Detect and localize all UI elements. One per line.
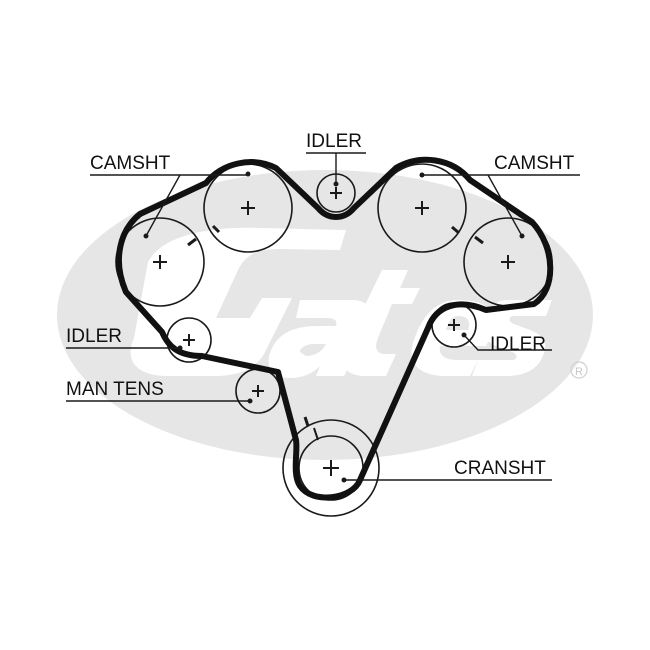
registered-mark-circle	[570, 361, 588, 379]
timing-mark-camshaft-right-inner	[451, 225, 460, 235]
leader-manual-tensioner-end	[247, 398, 253, 404]
idler-top-centre-cross	[330, 187, 342, 199]
leader-camshaft-left-end-a	[245, 171, 251, 177]
label-camshaft-left: CAMSHT	[90, 153, 171, 174]
component-labels: CAMSHT IDLER CAMSHT IDLER IDLER MAN TENS…	[66, 131, 575, 479]
timing-marks	[187, 224, 484, 441]
label-idler-top: IDLER	[306, 131, 362, 152]
leader-camshaft-right	[422, 174, 580, 237]
camshaft-right-outer-centre-cross	[501, 255, 515, 269]
registered-mark-letter: R	[575, 366, 583, 378]
camshaft-right-inner-pulley	[377, 163, 467, 253]
camshaft-left-outer-centre-cross	[241, 201, 255, 215]
timing-mark-camshaft-left-inner	[187, 237, 197, 247]
leader-idler-top-end	[333, 181, 339, 187]
leader-idler-right-end	[461, 332, 467, 338]
leader-idler-left-end	[177, 345, 183, 351]
leader-lines	[66, 152, 580, 483]
label-crankshaft: CRANSHT	[454, 458, 546, 479]
timing-mark-camshaft-right-outer	[474, 235, 484, 245]
idler-right-centre-cross	[448, 319, 460, 331]
timing-mark-camshaft-left-outer	[211, 224, 221, 234]
leader-camshaft-right-end-b	[519, 233, 525, 239]
timing-mark-crankshaft-tick	[313, 427, 319, 441]
crankshaft-outer-ring	[282, 419, 380, 517]
centre-marks	[153, 187, 515, 476]
crankshaft-centre-cross	[323, 460, 339, 476]
leader-camshaft-left-end-b	[143, 233, 149, 239]
leader-idler-right	[463, 334, 552, 351]
camshaft-left-inner-centre-cross	[153, 255, 167, 269]
leader-camshaft-right-end-a	[419, 172, 425, 178]
leader-crankshaft-end	[341, 477, 347, 483]
idler-left-centre-cross	[183, 334, 195, 346]
manual-tensioner-centre-cross	[252, 385, 264, 397]
label-camshaft-right: CAMSHT	[494, 153, 575, 174]
label-manual-tensioner: MAN TENS	[66, 379, 164, 400]
leader-idler-top	[306, 152, 366, 184]
camshaft-right-inner-centre-cross	[415, 201, 429, 215]
label-idler-left: IDLER	[66, 326, 122, 347]
label-idler-right: IDLER	[490, 334, 546, 355]
timing-mark-crankshaft	[303, 416, 310, 427]
